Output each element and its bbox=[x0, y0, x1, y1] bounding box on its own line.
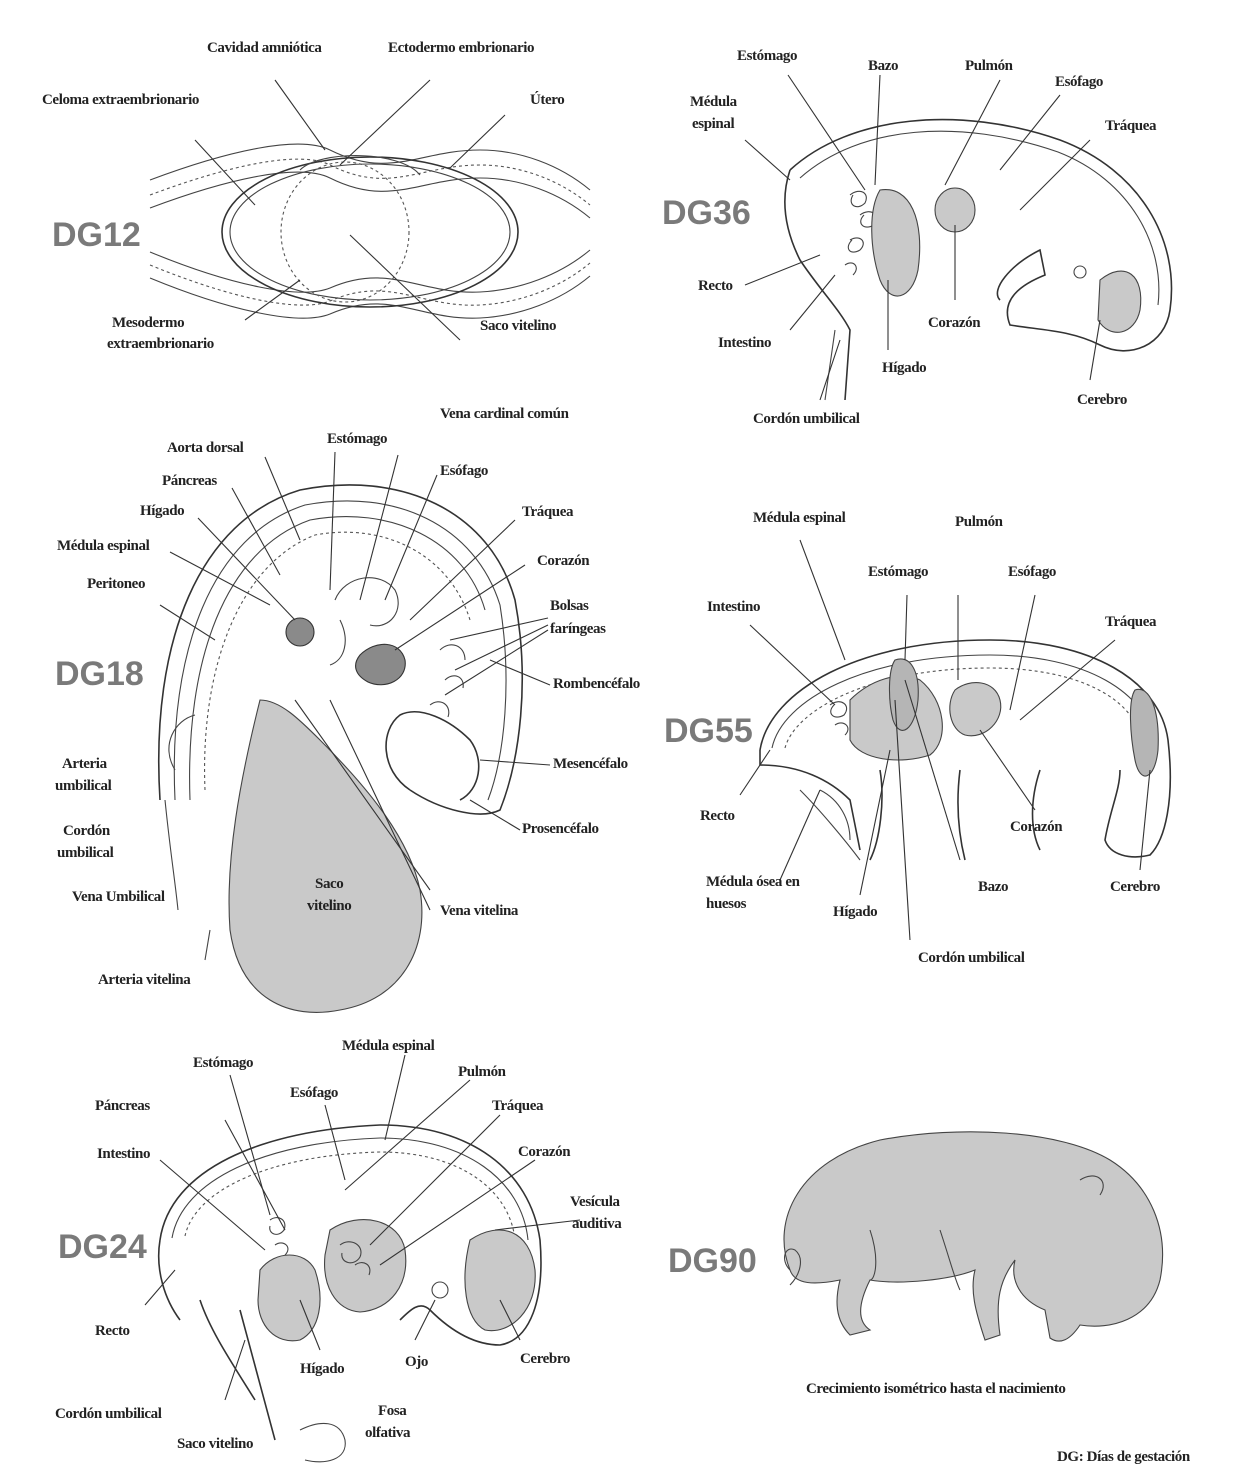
label-dg18-rhomb: Rombencéfalo bbox=[553, 676, 640, 692]
label-amniotic-cavity: Cavidad amniótica bbox=[207, 40, 322, 56]
label-dg24-fossa-2: olfativa bbox=[365, 1425, 411, 1441]
dg90-caption: Crecimiento isométrico hasta el nacimien… bbox=[806, 1381, 1066, 1397]
panel-dg18 bbox=[159, 452, 550, 1012]
label-uterus: Útero bbox=[530, 91, 564, 108]
label-dg36-lung: Pulmón bbox=[965, 58, 1014, 74]
panel-dg12 bbox=[150, 80, 590, 340]
label-dg18-pouches-1: Bolsas bbox=[550, 598, 589, 614]
label-dg24-yolk: Saco vitelino bbox=[177, 1436, 253, 1452]
label-dg55-liver: Hígado bbox=[833, 904, 877, 920]
label-extra-coelom: Celoma extraembrionario bbox=[42, 92, 199, 108]
stage-label-dg12: DG12 bbox=[52, 216, 141, 254]
panel-dg55 bbox=[740, 540, 1170, 940]
label-dg18-artery-umb-2: umbilical bbox=[55, 778, 112, 794]
label-dg55-trachea: Tráquea bbox=[1105, 614, 1157, 630]
panel-dg24 bbox=[145, 1055, 580, 1462]
label-dg36-spleen: Bazo bbox=[868, 58, 898, 74]
legend-dg: DG: Días de gestación bbox=[1057, 1449, 1191, 1465]
label-dg24-vesicle-1: Vesícula bbox=[570, 1194, 620, 1210]
label-dg55-heart: Corazón bbox=[1010, 819, 1063, 835]
label-dg18-aorta: Aorta dorsal bbox=[167, 440, 244, 456]
label-yolk-sac: Saco vitelino bbox=[480, 318, 556, 334]
label-dg24-trachea: Tráquea bbox=[492, 1098, 544, 1114]
label-dg24-liver: Hígado bbox=[300, 1361, 344, 1377]
label-dg18-pouches-2: faríngeas bbox=[550, 621, 606, 637]
label-dg36-liver: Hígado bbox=[882, 360, 926, 376]
label-dg24-pancreas: Páncreas bbox=[95, 1098, 150, 1114]
label-ectoderm: Ectodermo embrionario bbox=[388, 40, 534, 56]
label-dg24-lung: Pulmón bbox=[458, 1064, 507, 1080]
label-dg24-brain: Cerebro bbox=[520, 1351, 570, 1367]
label-dg18-trachea: Tráquea bbox=[522, 504, 574, 520]
panel-dg90 bbox=[784, 1132, 1163, 1341]
label-dg24-vesicle-2: auditiva bbox=[572, 1216, 622, 1232]
label-dg18-cord-1: Cordón bbox=[63, 823, 111, 839]
label-dg36-heart: Corazón bbox=[928, 315, 981, 331]
label-dg36-stomach: Estómago bbox=[737, 48, 797, 64]
label-dg24-heart: Corazón bbox=[518, 1144, 571, 1160]
label-dg24-cord: Cordón umbilical bbox=[55, 1406, 162, 1422]
label-dg18-vitelline-artery: Arteria vitelina bbox=[98, 972, 191, 988]
label-mesoderm-1: Mesodermo bbox=[112, 315, 184, 331]
label-dg55-marrow-2: huesos bbox=[706, 896, 747, 912]
stage-label-dg18: DG18 bbox=[55, 655, 144, 693]
label-dg36-spinal-2: espinal bbox=[692, 116, 734, 132]
label-dg36-trachea: Tráquea bbox=[1105, 118, 1157, 134]
label-dg18-mesen: Mesencéfalo bbox=[553, 756, 628, 772]
label-dg18-prosen: Prosencéfalo bbox=[522, 821, 599, 837]
label-dg18-vein-umb: Vena Umbilical bbox=[72, 889, 165, 905]
label-dg24-stomach: Estómago bbox=[193, 1055, 253, 1071]
label-dg24-rectum: Recto bbox=[95, 1323, 130, 1339]
label-dg55-marrow-1: Médula ósea en bbox=[706, 874, 801, 890]
stage-label-dg36: DG36 bbox=[662, 194, 751, 232]
label-dg18-cardinal: Vena cardinal común bbox=[440, 406, 570, 422]
label-dg55-stomach: Estómago bbox=[868, 564, 928, 580]
label-dg36-cord: Cordón umbilical bbox=[753, 411, 860, 427]
stage-label-dg90: DG90 bbox=[668, 1242, 757, 1280]
label-dg18-pancreas: Páncreas bbox=[162, 473, 217, 489]
label-dg24-esophagus: Esófago bbox=[290, 1085, 338, 1101]
label-dg55-lung: Pulmón bbox=[955, 514, 1004, 530]
label-dg55-spinal: Médula espinal bbox=[753, 510, 846, 526]
label-dg18-liver: Hígado bbox=[140, 503, 184, 519]
label-dg36-intestine: Intestino bbox=[718, 335, 771, 351]
label-dg24-fossa-1: Fosa bbox=[378, 1403, 407, 1419]
label-dg55-esophagus: Esófago bbox=[1008, 564, 1056, 580]
label-dg36-esophagus: Esófago bbox=[1055, 74, 1103, 90]
label-dg36-spinal-1: Médula bbox=[690, 94, 738, 110]
stage-label-dg55: DG55 bbox=[664, 712, 753, 750]
label-dg18-heart: Corazón bbox=[537, 553, 590, 569]
label-dg24-intestine: Intestino bbox=[97, 1146, 150, 1162]
label-dg55-brain: Cerebro bbox=[1110, 879, 1160, 895]
label-dg18-vitelline-vein: Vena vitelina bbox=[440, 903, 519, 919]
label-dg24-eye: Ojo bbox=[405, 1354, 428, 1370]
label-dg18-artery-umb-1: Arteria bbox=[62, 756, 108, 772]
label-dg18-spinal: Médula espinal bbox=[57, 538, 150, 554]
label-dg55-rectum: Recto bbox=[700, 808, 735, 824]
label-dg55-spleen: Bazo bbox=[978, 879, 1008, 895]
label-dg55-intestine: Intestino bbox=[707, 599, 760, 615]
label-dg18-esophagus: Esófago bbox=[440, 463, 488, 479]
label-mesoderm-2: extraembrionario bbox=[107, 336, 214, 352]
label-dg18-yolk-2: vitelino bbox=[307, 898, 351, 914]
label-dg18-stomach: Estómago bbox=[327, 431, 387, 447]
label-dg24-spinal: Médula espinal bbox=[342, 1038, 435, 1054]
stage-label-dg24: DG24 bbox=[58, 1228, 147, 1266]
label-dg18-cord-2: umbilical bbox=[57, 845, 114, 861]
label-dg36-brain: Cerebro bbox=[1077, 392, 1127, 408]
label-dg18-peritoneum: Peritoneo bbox=[87, 576, 145, 592]
label-dg55-cord: Cordón umbilical bbox=[918, 950, 1025, 966]
label-dg36-rectum: Recto bbox=[698, 278, 733, 294]
label-dg18-yolk-1: Saco bbox=[315, 876, 343, 892]
